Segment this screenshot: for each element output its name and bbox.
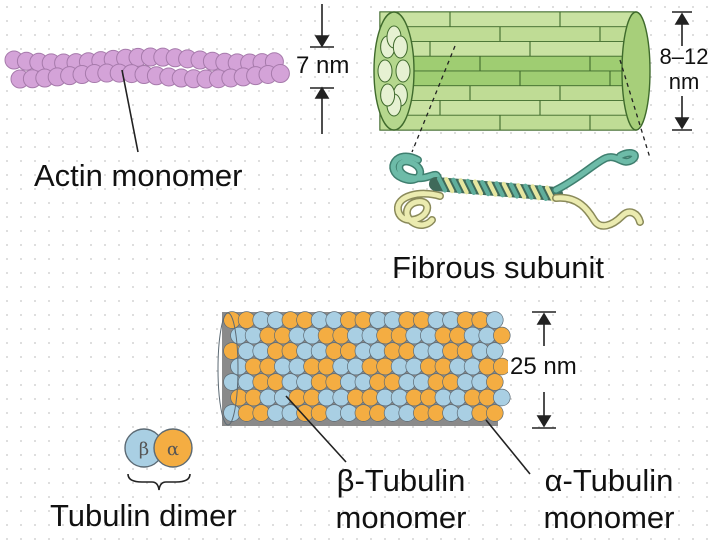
fibrous-zoom-guides	[411, 45, 651, 159]
tubulin-dimer-label: Tubulin dimer	[50, 498, 237, 533]
fiber-cap-petal	[380, 83, 396, 107]
tubulin-subunit	[486, 373, 504, 391]
beta-tubulin-label: β-Tubulin monomer	[326, 462, 476, 536]
microtubule-width-label: 25 nm	[508, 353, 579, 380]
fiber-rod	[379, 85, 637, 101]
alpha-tubulin-name: α-Tubulin	[544, 463, 674, 498]
alpha-tubulin-monomer: monomer	[543, 500, 675, 536]
fiber-cap-petal	[392, 35, 408, 59]
microtubule-width-dimension	[532, 311, 556, 429]
fiber-rod	[379, 41, 637, 57]
tubulin-subunit	[486, 404, 504, 422]
fibrous-subunit-coil	[389, 149, 644, 230]
coil-stripe	[516, 183, 527, 200]
coil-stripe	[544, 185, 556, 202]
fibrous-width-unit: nm	[668, 69, 700, 95]
alpha-tubulin-label: α-Tubulin monomer	[524, 462, 694, 536]
beta-symbol: β	[139, 439, 149, 460]
actin-width-label: 7 nm	[296, 52, 350, 79]
beta-tubulin-name: β-Tubulin	[336, 463, 466, 498]
coil-stripe	[451, 177, 462, 194]
tubulin-dimer-icon	[124, 428, 193, 468]
fibrous-subunit-label: Fibrous subunit	[392, 250, 604, 285]
fibrous-width-label: 8–12 nm	[656, 44, 712, 95]
fibrous-width-value: 8–12	[659, 44, 709, 69]
fiber-rod	[379, 114, 637, 131]
actin-filament	[4, 47, 290, 89]
coil-stripe	[508, 182, 520, 199]
fiber-cap-petal	[377, 59, 393, 83]
coil-stripe	[465, 178, 476, 195]
coil-stripe	[480, 180, 491, 197]
coil-stripe	[487, 180, 498, 197]
coil-stripe	[537, 184, 548, 201]
tubulin-subunit	[493, 388, 511, 407]
actin-monomer-label: Actin monomer	[34, 158, 243, 193]
tubulin-subunit	[493, 326, 511, 345]
coil-stripe	[501, 181, 512, 198]
intermediate-filament-bundle	[373, 11, 651, 131]
fiber-rod	[379, 100, 637, 116]
actin-monomer-leader-line	[121, 69, 139, 153]
coil-stripe	[523, 183, 534, 200]
fiber-rod	[379, 11, 637, 28]
microtubule-end	[217, 312, 239, 426]
fiber-cap-petal	[395, 59, 411, 83]
fiber-rod	[379, 70, 637, 87]
fiber-rod	[379, 55, 637, 72]
tubulin-dimer-brace	[127, 473, 191, 491]
alpha-tubulin-leader-line	[485, 419, 531, 475]
tubulin-subunit	[486, 311, 504, 329]
coil-stripe	[472, 179, 484, 196]
alpha-symbol: α	[167, 439, 179, 460]
actin-width-dimension	[310, 4, 334, 134]
coil-stripe	[444, 177, 455, 194]
fibrous-width-dimension	[672, 11, 692, 131]
microtubule	[217, 311, 511, 426]
coil-stripe	[494, 181, 505, 198]
coil-stripe	[458, 178, 469, 195]
tubulin-subunit	[486, 342, 504, 360]
actin-bead	[270, 64, 290, 84]
coil-stripe	[530, 184, 541, 201]
beta-tubulin-monomer: monomer	[335, 500, 467, 536]
coil-stripe	[436, 176, 448, 193]
beta-tubulin-leader-line	[285, 395, 347, 463]
fiber-rod	[379, 26, 637, 42]
